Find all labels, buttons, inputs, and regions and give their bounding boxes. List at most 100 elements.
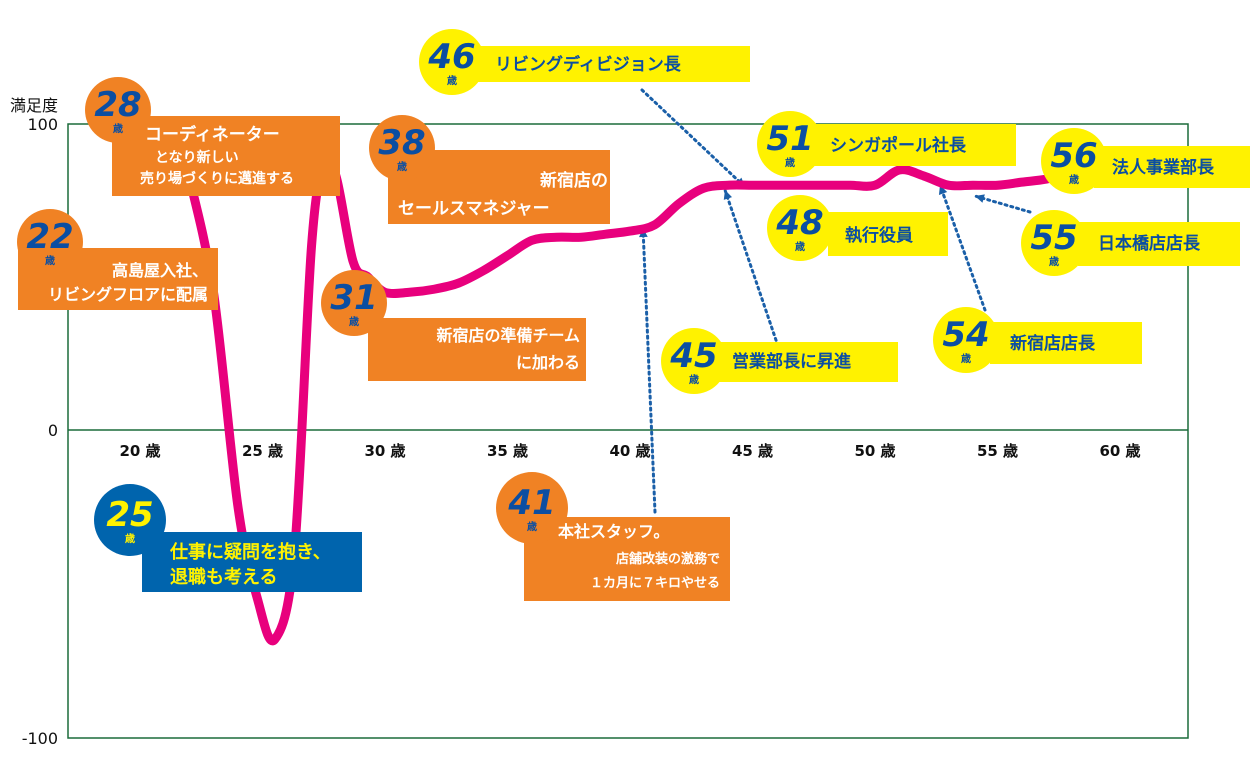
annotation-46: 46歳 リビングディビジョン長 [419,29,750,95]
annotation-41: 41歳 本社スタッフ。店舗改装の激務で １カ月に７キロやせる [496,472,730,601]
annotation-text: 売り場づくりに邁進する [140,170,294,187]
age-unit: 歳 [961,352,971,365]
pointer-arrow [973,194,1032,214]
age-unit: 歳 [125,532,135,545]
age-badge [17,209,83,275]
annotation-text: 店舗改装の激務で [616,551,720,567]
pointer-arrow [938,183,987,312]
annotation-text: リビングディビジョン長 [495,54,682,75]
age-badge [933,307,999,373]
y-tick-label: 0 [48,421,58,440]
annotation-48: 48歳 執行役員 [767,195,948,261]
annotation-text: 退職も考える [170,566,277,588]
age-badge [496,472,568,544]
y-tick-label: -100 [22,729,58,748]
annotation-text: シンガポール社長 [830,135,967,156]
age-unit: 歳 [113,122,123,135]
annotation-box [368,318,586,381]
annotation-box [812,124,1016,166]
annotation-box [718,342,898,382]
age-badge [419,29,485,95]
age-badge [661,328,727,394]
annotation-text: 執行役員 [845,225,913,246]
pointer-arrow [640,88,747,189]
satisfaction-line [184,155,1076,646]
x-tick-label: 40 歳 [609,442,650,460]
plot-frame [67,123,1189,739]
age-unit: 歳 [527,520,537,533]
annotation-box [478,46,750,82]
annotation-55: 55歳 日本橋店店長 [1021,210,1240,276]
age-unit: 歳 [1069,173,1079,186]
annotation-text: １カ月に７キロやせる [590,576,720,591]
pointer-arrowhead [723,190,733,200]
age-number: 25 [106,495,153,535]
annotation-box [1094,146,1250,188]
age-number: 22 [26,217,73,257]
age-number: 41 [507,483,555,523]
annotation-text: 仕事に疑問を抱き、 [169,541,331,563]
x-tick-label: 60 歳 [1099,442,1140,460]
age-number: 28 [94,85,141,125]
annotation-54: 54歳 新宿店店長 [933,307,1142,373]
age-unit: 歳 [447,74,457,87]
annotation-text: コーディネーター [145,124,280,145]
annotation-text: 日本橋店店長 [1098,233,1201,254]
age-badge [94,484,166,556]
age-number: 55 [1030,218,1077,258]
annotation-box [142,532,362,592]
age-unit: 歳 [1049,255,1059,268]
age-number: 51 [766,119,813,159]
age-badge [85,77,151,143]
annotation-text: となり新しい [155,149,239,166]
annotation-box [112,116,340,196]
age-unit: 歳 [795,240,805,253]
annotation-56: 56歳 法人事業部長 [1041,128,1250,194]
annotation-22: 22歳高島屋入社、リビングフロアに配属 [17,209,218,310]
annotation-text: 営業部長に昇進 [732,351,851,372]
annotation-45: 45歳 営業部長に昇進 [661,328,898,394]
age-badge [321,270,387,336]
x-tick-label: 55 歳 [977,442,1018,460]
annotation-text: リビングフロアに配属 [48,285,208,304]
annotation-text: 新宿店の [540,170,608,191]
age-badge [767,195,833,261]
age-unit: 歳 [349,315,359,328]
age-number: 31 [330,278,377,318]
pointer-arrow [723,188,780,348]
annotation-text: 新宿店店長 [1010,333,1096,354]
age-unit: 歳 [397,160,407,173]
pointer-arrowhead [975,194,985,203]
annotation-text: に加わる [516,353,580,372]
age-number: 38 [378,123,425,163]
annotation-box [1078,222,1240,266]
age-number: 56 [1050,136,1097,176]
age-badge [1041,128,1107,194]
y-tick-label: 100 [27,115,58,134]
annotation-text: 法人事業部長 [1112,157,1215,178]
age-number: 46 [427,37,475,77]
annotation-text: セールスマネジャー [398,199,550,219]
age-number: 48 [775,203,823,243]
age-unit: 歳 [689,373,699,386]
age-number: 54 [942,315,989,355]
y-axis-label: 満足度 [10,96,58,115]
x-tick-label: 20 歳 [119,442,160,460]
x-tick-label: 35 歳 [487,442,528,460]
age-badge [757,111,823,177]
annotation-text: 本社スタッフ。 [558,522,669,541]
annotation-text: 高島屋入社、 [112,261,208,280]
age-number: 45 [669,336,717,376]
age-badge [1021,210,1087,276]
annotation-box [828,212,948,256]
annotation-text: 新宿店の準備チーム [436,326,580,345]
x-tick-label: 50 歳 [854,442,895,460]
x-tick-label: 25 歳 [242,442,283,460]
pointer-arrow [641,226,657,514]
